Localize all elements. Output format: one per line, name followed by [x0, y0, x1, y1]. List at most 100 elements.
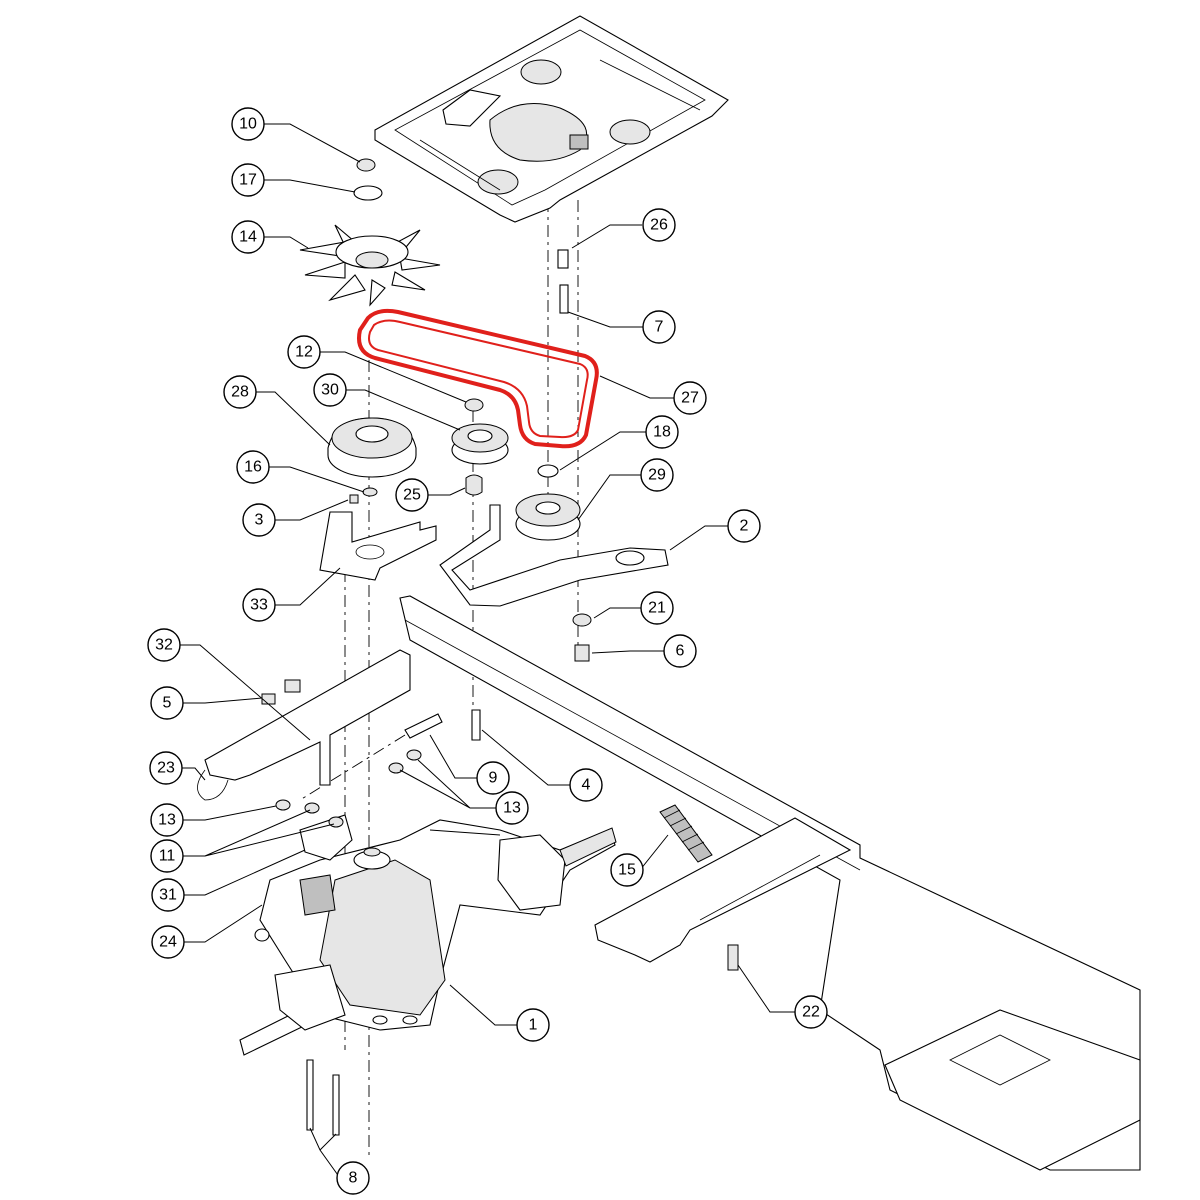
svg-text:24: 24	[159, 934, 177, 951]
deck-plate	[374, 15, 729, 223]
hex-bolt-a	[284, 679, 301, 693]
svg-text:10: 10	[239, 116, 257, 133]
callout-17: 17	[231, 163, 265, 197]
svg-text:9: 9	[489, 770, 498, 787]
leader-lines	[180, 123, 795, 1179]
callouts: 10 17 14 26 7 12 30 28 27 18 16 25 29 3 …	[147, 107, 828, 1195]
spacer	[465, 474, 483, 496]
washer	[353, 185, 383, 201]
callout-15: 15	[610, 853, 644, 887]
svg-text:26: 26	[650, 217, 668, 234]
svg-text:25: 25	[403, 487, 421, 504]
idler-nut	[464, 398, 484, 412]
callout-26: 26	[642, 208, 676, 242]
svg-text:27: 27	[681, 390, 699, 407]
svg-text:22: 22	[802, 1004, 820, 1021]
callout-31: 31	[151, 878, 185, 912]
svg-text:17: 17	[239, 172, 257, 189]
svg-text:18: 18	[653, 424, 671, 441]
svg-text:28: 28	[231, 384, 249, 401]
nut-13a	[388, 762, 404, 774]
callout-1: 1	[516, 1008, 550, 1042]
svg-text:16: 16	[244, 459, 262, 476]
svg-text:33: 33	[250, 597, 268, 614]
callout-32: 32	[147, 628, 181, 662]
svg-text:3: 3	[255, 512, 264, 529]
flat-washer	[537, 464, 559, 478]
svg-text:5: 5	[163, 695, 172, 712]
hex-nut	[572, 613, 592, 627]
callout-28: 28	[223, 375, 257, 409]
callout-12: 12	[287, 335, 321, 369]
callout-3: 3	[242, 503, 276, 537]
svg-text:8: 8	[349, 1170, 358, 1187]
callout-7: 7	[642, 310, 676, 344]
callout-10: 10	[231, 107, 265, 141]
svg-text:6: 6	[676, 643, 685, 660]
mount-bracket	[204, 649, 411, 786]
svg-text:30: 30	[321, 382, 339, 399]
svg-text:1: 1	[529, 1017, 538, 1034]
svg-text:13: 13	[158, 812, 176, 829]
callout-13-left: 13	[150, 803, 184, 837]
mounting-bolt-b	[332, 1074, 340, 1136]
svg-text:29: 29	[648, 467, 666, 484]
svg-text:7: 7	[655, 319, 664, 336]
pin-7	[559, 284, 569, 314]
callout-24: 24	[151, 925, 185, 959]
svg-text:14: 14	[239, 229, 257, 246]
shoulder-bolt	[574, 644, 590, 662]
callout-6: 6	[663, 634, 697, 668]
svg-text:23: 23	[157, 760, 175, 777]
callout-8: 8	[336, 1161, 370, 1195]
nut-13b	[406, 749, 422, 761]
hex-bolt-b	[261, 693, 276, 705]
svg-text:21: 21	[648, 600, 666, 617]
nut	[356, 158, 376, 172]
cooling-fan	[299, 224, 441, 307]
callout-33: 33	[242, 588, 276, 622]
callout-29: 29	[640, 458, 674, 492]
callout-27: 27	[673, 381, 707, 415]
callout-23: 23	[149, 751, 183, 785]
drive-belt	[357, 308, 599, 449]
callout-14: 14	[231, 220, 265, 254]
svg-text:15: 15	[618, 862, 636, 879]
callout-9: 9	[476, 761, 510, 795]
nut-11b	[328, 816, 344, 828]
callout-2: 2	[727, 509, 761, 543]
callout-18: 18	[645, 415, 679, 449]
idler-pulley-upper	[451, 423, 509, 465]
callout-5: 5	[150, 686, 184, 720]
callout-21: 21	[640, 591, 674, 625]
engine-pulley	[327, 417, 417, 478]
svg-text:2: 2	[740, 518, 749, 535]
tension-spring	[659, 804, 713, 863]
svg-text:11: 11	[159, 848, 176, 865]
callout-11: 11	[150, 839, 184, 873]
callout-16: 16	[236, 450, 270, 484]
callout-25: 25	[395, 478, 429, 512]
svg-text:13: 13	[503, 800, 521, 817]
svg-text:4: 4	[582, 777, 591, 794]
svg-text:12: 12	[295, 344, 313, 361]
retainer-spring	[197, 769, 229, 801]
svg-text:31: 31	[159, 887, 177, 904]
bolt-9	[404, 713, 443, 739]
callout-13-right: 13	[495, 791, 529, 825]
callout-30: 30	[313, 373, 347, 407]
callout-4: 4	[569, 768, 603, 802]
bolt-4	[471, 709, 481, 741]
main-frame	[399, 595, 1141, 1171]
svg-text:32: 32	[155, 637, 173, 654]
idler-pulley-lower	[515, 493, 581, 541]
transaxle	[239, 819, 617, 1056]
nut-13c	[275, 799, 291, 811]
drive-belt-inner	[368, 319, 589, 439]
idler-bracket	[439, 504, 669, 607]
sleeve-26	[557, 249, 569, 269]
mounting-bolt-a	[306, 1059, 314, 1131]
callout-22: 22	[794, 995, 828, 1029]
small-bolt	[349, 494, 359, 504]
